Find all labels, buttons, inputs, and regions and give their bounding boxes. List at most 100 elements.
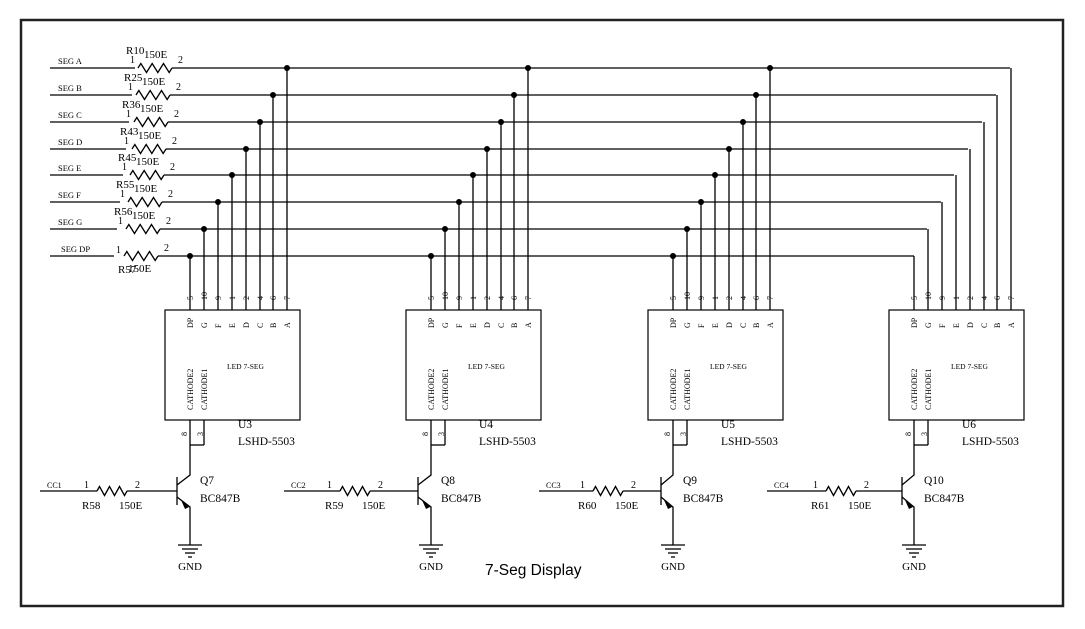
- pin-name: D: [725, 322, 734, 328]
- pin-number: 9: [455, 296, 464, 300]
- pin-number: 1: [813, 480, 818, 491]
- transistor-part: BC847B: [441, 493, 482, 505]
- pin-number: 1: [126, 109, 131, 120]
- pin-number: 6: [269, 296, 278, 300]
- pin-number: 2: [864, 480, 869, 491]
- pin-name: C: [980, 323, 989, 328]
- pin-number: 9: [697, 296, 706, 300]
- resistor-value: 150E: [138, 130, 162, 142]
- pin-number: 4: [256, 296, 265, 300]
- display-part: LSHD-5503: [962, 436, 1019, 448]
- pin-name: F: [938, 323, 947, 328]
- junction-dot: [484, 146, 490, 152]
- junction-dot: [726, 146, 732, 152]
- transistor-part: BC847B: [924, 493, 965, 505]
- net-label: SEG E: [58, 163, 81, 173]
- pin-name: B: [993, 323, 1002, 328]
- pin-number: 2: [176, 82, 181, 93]
- emitter-arrow: [181, 500, 189, 509]
- emitter-arrow: [664, 500, 672, 509]
- pin-number: 2: [170, 162, 175, 173]
- cathode-label: CATHODE2: [427, 369, 436, 410]
- transistor-part: BC847B: [200, 493, 241, 505]
- pin-number: 1: [128, 82, 133, 93]
- pin-name: E: [952, 323, 961, 328]
- display-part: LSHD-5503: [238, 436, 295, 448]
- pin-number: 3: [437, 432, 446, 436]
- resistor-zigzag: [129, 169, 165, 181]
- resistor-ref: R57: [118, 264, 137, 276]
- pin-number: 8: [663, 432, 672, 436]
- junction-dot: [670, 253, 676, 259]
- pin-number: 10: [924, 292, 933, 300]
- pin-name: B: [752, 323, 761, 328]
- emitter-arrow: [905, 500, 913, 509]
- junction-dot: [229, 172, 235, 178]
- pin-name: C: [256, 323, 265, 328]
- junction-dot: [470, 172, 476, 178]
- pin-name: C: [739, 323, 748, 328]
- pin-number: 1: [327, 480, 332, 491]
- pin-number: 8: [180, 432, 189, 436]
- junction-dot: [243, 146, 249, 152]
- pin-number: 2: [164, 243, 169, 254]
- pin-number: 1: [130, 55, 135, 66]
- display-part: LSHD-5503: [479, 436, 536, 448]
- resistor-value: 150E: [144, 49, 168, 61]
- collector-lead: [660, 448, 674, 486]
- pin-name: E: [711, 323, 720, 328]
- display-ref: U5: [721, 419, 735, 431]
- resistor-ref: R43: [120, 126, 139, 138]
- pin-number: 2: [725, 296, 734, 300]
- resistor-ref: R60: [578, 500, 597, 512]
- pin-number: 5: [910, 296, 919, 300]
- net-label: CC2: [291, 481, 306, 490]
- pin-name: B: [510, 323, 519, 328]
- pin-name: F: [455, 323, 464, 328]
- transistor-ref: Q9: [683, 475, 697, 487]
- pin-name: F: [697, 323, 706, 328]
- junction-dot: [456, 199, 462, 205]
- pin-number: 10: [200, 292, 209, 300]
- resistor-value: 150E: [128, 263, 152, 275]
- resistor-value: 150E: [142, 76, 166, 88]
- cathode-label: CATHODE1: [441, 369, 450, 410]
- pin-name: DP: [669, 317, 678, 328]
- junction-dot: [740, 119, 746, 125]
- resistor-value: 150E: [848, 500, 872, 512]
- ground-label: GND: [902, 561, 926, 573]
- resistor-ref: R59: [325, 500, 344, 512]
- sheet-border: [19, 18, 1065, 608]
- display-ref: U4: [479, 419, 493, 431]
- pin-number: 6: [752, 296, 761, 300]
- pin-number: 2: [966, 296, 975, 300]
- pin-name: G: [924, 322, 933, 328]
- pin-number: 4: [980, 296, 989, 300]
- pin-name: A: [1007, 322, 1016, 328]
- junction-dot: [684, 226, 690, 232]
- cathode-label: CATHODE1: [924, 369, 933, 410]
- display-label: LED 7-SEG: [951, 362, 988, 371]
- pin-name: G: [441, 322, 450, 328]
- resistor-zigzag: [137, 62, 173, 74]
- resistor-ref: R56: [114, 206, 133, 218]
- collector-lead: [176, 448, 191, 486]
- junction-dot: [270, 92, 276, 98]
- resistor-zigzag: [125, 223, 161, 235]
- emitter-lead: [660, 496, 674, 545]
- display-label: LED 7-SEG: [468, 362, 505, 371]
- display-label: LED 7-SEG: [710, 362, 747, 371]
- cathode-label: CATHODE2: [669, 369, 678, 410]
- resistor-zigzag: [133, 116, 169, 128]
- cathode-label: CATHODE1: [200, 369, 209, 410]
- transistor-ref: Q8: [441, 475, 455, 487]
- display-label: LED 7-SEG: [227, 362, 264, 371]
